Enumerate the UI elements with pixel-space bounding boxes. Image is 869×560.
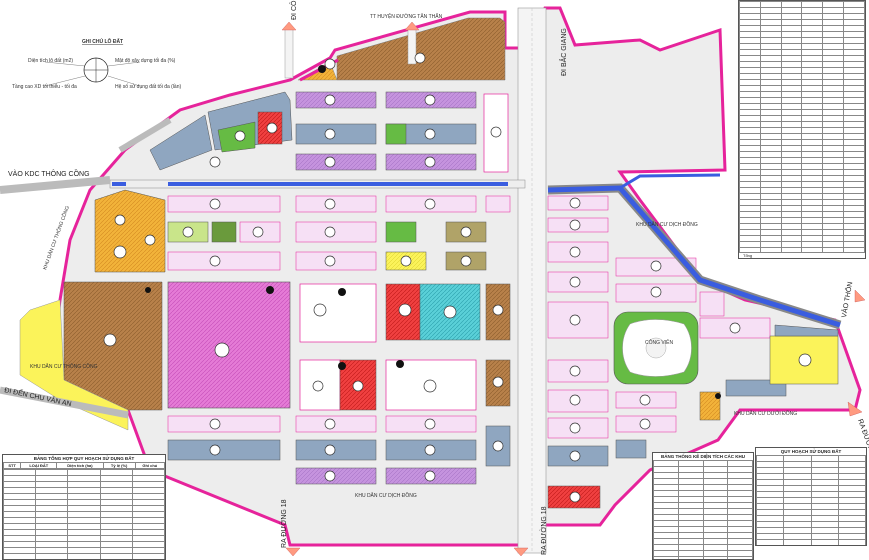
table-header-cell: Ghi chú: [134, 462, 165, 469]
row-blocks-top: [295, 91, 509, 173]
block-white-1: [299, 283, 377, 343]
table-header-cell: STT: [3, 462, 22, 469]
label-park: CÔNG VIÊN: [645, 338, 673, 346]
row-blocks-bottom: [167, 415, 511, 485]
legend-lot-symbol: GHI CHÚ LÔ ĐẤT Diện tích lô đất (m2) Mật…: [12, 37, 181, 90]
label-kdc-bottom: KHU DÂN CƯ DỊCH ĐỒNG: [355, 492, 417, 499]
table-header-cell: Diện tích (ha): [56, 462, 104, 469]
legend-he-so: Hệ số sử dụng đất tối đa (lần): [115, 83, 181, 90]
road-gates: [281, 21, 866, 557]
landuse-plan-table: QUY HOẠCH SỬ DỤNG ĐẤT: [755, 447, 867, 546]
block-orange-west: [94, 189, 166, 273]
area-stats-title: BẢNG THỐNG KÊ DIỆN TÍCH CÁC KHU: [661, 454, 745, 459]
stats-table-right: Tổng: [738, 0, 866, 259]
legend-tang-cao: Tầng cao XD tối thiểu - tối đa: [12, 83, 77, 90]
label-ra-duong-18-bottom: RA ĐƯỜNG 18: [539, 506, 548, 555]
block-pink-dense: [167, 281, 291, 409]
label-di-con: ĐI CÔN: [289, 0, 298, 20]
label-kdc-duoi-dong: KHU DÂN CƯ DƯỚI ĐỒNG: [734, 410, 797, 417]
label-kdc-dich-dong: KHU DÂN CƯ DỊCH ĐỒNG: [636, 221, 698, 228]
table-header-cell: LOẠI ĐẤT: [20, 462, 58, 469]
legend-dien-tich: Diện tích lô đất (m2): [28, 58, 73, 64]
block-bluegray-nw2: [149, 114, 213, 171]
lot-symbols: [103, 52, 812, 503]
block-brown-west: [63, 281, 163, 411]
stats-total-label: Tổng: [743, 253, 753, 258]
label-ra-duong-18-left: RA ĐƯỜNG 18: [279, 499, 288, 548]
legend-title: GHI CHÚ LÔ ĐẤT: [82, 37, 123, 45]
label-kdc-thong-cong: KHU DÂN CƯ THÔNG CỒNG: [30, 363, 98, 370]
landuse-table-title: BẢNG TỔNG HỢP QUY HOẠCH SỬ DỤNG ĐẤT: [33, 456, 135, 461]
area-stats-table: BẢNG THỐNG KÊ DIỆN TÍCH CÁC KHU: [652, 452, 754, 560]
area-yellow-kdc: [19, 299, 129, 431]
label-vao-kdc: VÀO KDC THÔNG CỒNG: [8, 168, 90, 178]
road-west: [0, 176, 111, 194]
landuse-plan-title: QUY HOẠCH SỬ DỤNG ĐẤT: [780, 449, 842, 454]
table-header-cell: Tỷ lệ (%): [102, 462, 136, 469]
label-top-road: TT HUYỆN ĐƯỜNG TÂN THẮN: [370, 12, 443, 20]
label-vao-thon: VÀO THÔN: [839, 281, 854, 318]
lot-markers-black: [145, 65, 721, 399]
legend-mat-do: Mật độ xây dựng tối đa (%): [115, 58, 176, 64]
central-park: [613, 311, 699, 385]
label-di-bac-giang: ĐI BẮC GIANG: [559, 28, 568, 76]
